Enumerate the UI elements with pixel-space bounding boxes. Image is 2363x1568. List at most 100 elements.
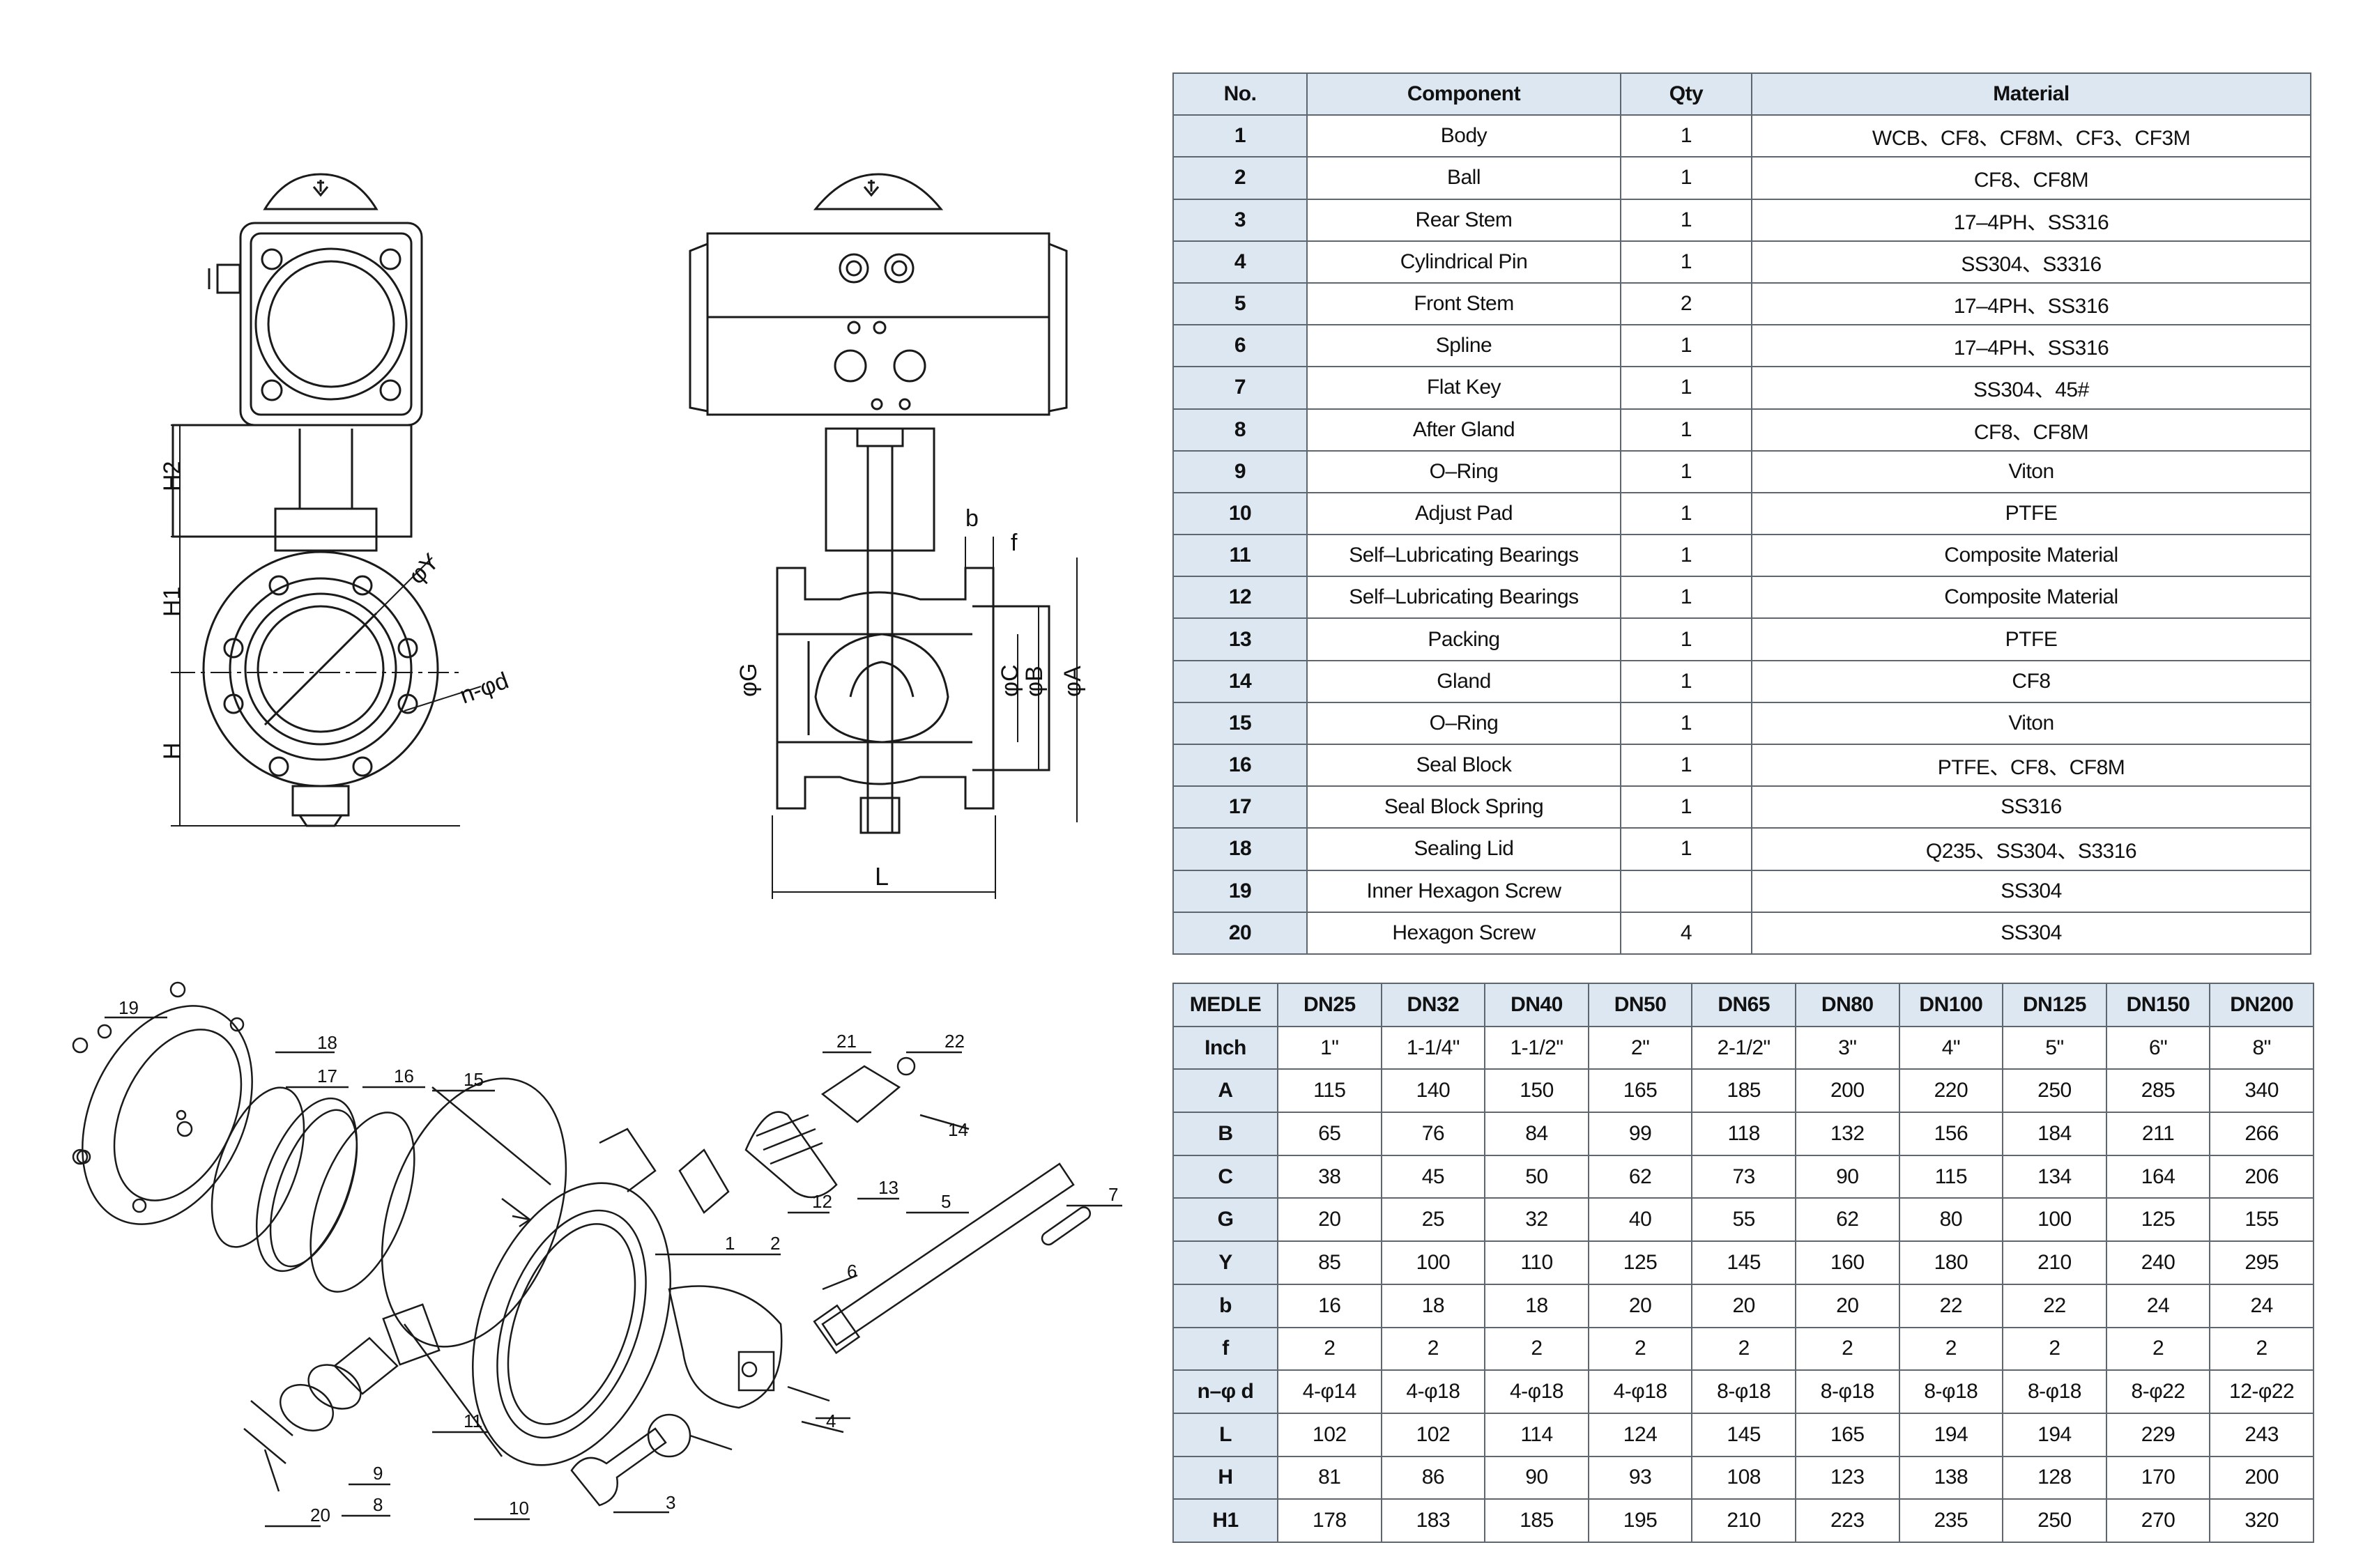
dimension-value: 340	[2209, 1068, 2314, 1114]
dimension-value: 285	[2105, 1068, 2211, 1114]
dimension-value: 90	[1484, 1455, 1589, 1500]
dimension-value: 185	[1691, 1068, 1796, 1114]
cell-material: Composite Material	[1751, 534, 2311, 578]
cell-qty: 4	[1620, 911, 1752, 955]
dimension-value: 22	[2002, 1283, 2107, 1328]
dimension-value: 2	[1484, 1326, 1589, 1371]
part-label-1: 1	[725, 1233, 735, 1254]
row-key: C	[1172, 1154, 1278, 1199]
row-key: n–φ d	[1172, 1369, 1278, 1414]
component-header-row: No. Component Qty Material	[1172, 72, 2311, 116]
label-h2: H2	[159, 461, 185, 491]
exploded-view	[72, 981, 1122, 1528]
header-medle: MEDLE	[1172, 983, 1278, 1027]
row-key: B	[1172, 1112, 1278, 1156]
cell-no: 14	[1172, 659, 1308, 703]
label-phi-g: φG	[735, 663, 762, 698]
dimension-value: 2	[1794, 1326, 1900, 1371]
cell-qty: 1	[1620, 827, 1752, 871]
cell-material: SS304	[1751, 869, 2311, 913]
part-label-7: 7	[1108, 1184, 1118, 1205]
dimension-value: 210	[2002, 1240, 2107, 1285]
dimension-value: 140	[1380, 1068, 1486, 1114]
dimension-value: 229	[2105, 1412, 2211, 1457]
cell-component: Rear Stem	[1306, 198, 1621, 242]
cell-component: Self–Lubricating Bearings	[1306, 534, 1621, 578]
dimension-value: 24	[2209, 1283, 2314, 1328]
cell-material: 17–4PH、SS316	[1751, 324, 2311, 368]
dimension-value: 18	[1380, 1283, 1486, 1328]
header-size: DN100	[1898, 983, 2004, 1027]
cell-qty: 1	[1620, 576, 1752, 620]
dimension-value: 2	[1380, 1326, 1486, 1371]
dimension-value: 86	[1380, 1455, 1486, 1500]
dimension-value: 99	[1587, 1112, 1693, 1156]
cell-no: 5	[1172, 282, 1308, 326]
dimension-value: 183	[1380, 1498, 1486, 1543]
header-size: DN50	[1587, 983, 1693, 1027]
cell-no: 10	[1172, 491, 1308, 536]
cell-material: CF8、CF8M	[1751, 408, 2311, 452]
cell-material: SS304、S3316	[1751, 240, 2311, 284]
row-key: f	[1172, 1326, 1278, 1371]
dimension-value: 235	[1898, 1498, 2004, 1543]
dimension-value: 2-1/2"	[1691, 1025, 1796, 1070]
dimension-value: 24	[2105, 1283, 2211, 1328]
dimension-value: 55	[1691, 1197, 1796, 1243]
cell-qty: 1	[1620, 785, 1752, 829]
label-f: f	[1011, 530, 1018, 556]
dimension-value: 6"	[2105, 1025, 2211, 1070]
part-label-17: 17	[317, 1066, 337, 1086]
part-label-6: 6	[847, 1261, 857, 1282]
dimension-value: 185	[1484, 1498, 1589, 1543]
cell-no: 13	[1172, 617, 1308, 661]
cell-material: CF8	[1751, 659, 2311, 703]
dimension-value: 2	[1277, 1326, 1382, 1371]
part-label-15: 15	[464, 1069, 484, 1090]
dimension-value: 1-1/4"	[1380, 1025, 1486, 1070]
dimension-value: 125	[2105, 1197, 2211, 1243]
dimension-value: 2	[2105, 1326, 2211, 1371]
dimension-value: 164	[2105, 1154, 2211, 1199]
dimension-value: 12-φ22	[2209, 1369, 2314, 1414]
cell-qty: 1	[1620, 366, 1752, 410]
header-material: Material	[1751, 72, 2311, 116]
header-component: Component	[1306, 72, 1621, 116]
cell-no: 16	[1172, 743, 1308, 787]
cell-material: Composite Material	[1751, 576, 2311, 620]
dimension-value: 62	[1587, 1154, 1693, 1199]
dimension-value: 295	[2209, 1240, 2314, 1285]
cell-qty: 1	[1620, 240, 1752, 284]
dimension-value: 156	[1898, 1112, 2004, 1156]
dimension-value: 320	[2209, 1498, 2314, 1543]
cell-material: SS304、45#	[1751, 366, 2311, 410]
dimension-value: 80	[1898, 1197, 2004, 1243]
dimension-value: 8"	[2209, 1025, 2314, 1070]
dimension-value: 8-φ18	[1794, 1369, 1900, 1414]
front-view	[171, 173, 482, 827]
dimension-value: 50	[1484, 1154, 1589, 1199]
dimension-value: 73	[1691, 1154, 1796, 1199]
cell-material: PTFE、CF8、CF8M	[1751, 743, 2311, 787]
dimension-value: 8-φ18	[1898, 1369, 2004, 1414]
cell-no: 8	[1172, 408, 1308, 452]
cell-qty: 1	[1620, 198, 1752, 242]
dimension-value: 250	[2002, 1498, 2107, 1543]
header-size: DN150	[2105, 983, 2211, 1027]
dimension-value: 220	[1898, 1068, 2004, 1114]
